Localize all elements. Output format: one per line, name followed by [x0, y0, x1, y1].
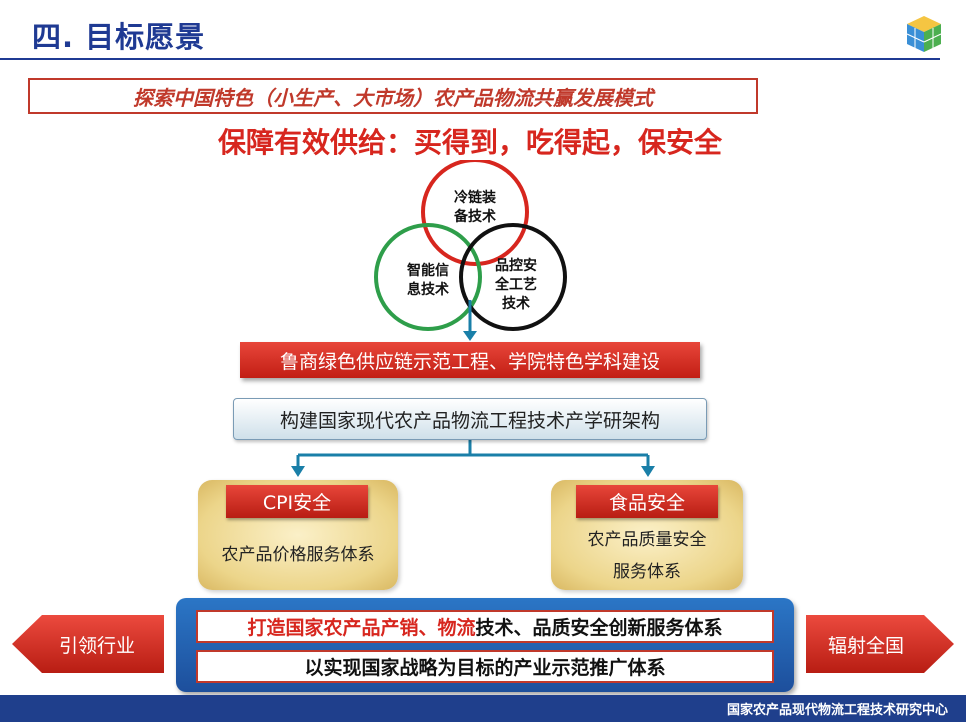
- venn-label-cold-chain-1: 冷链装: [454, 189, 497, 206]
- arrow-down-left-icon: [291, 466, 305, 477]
- cube-logo-icon: [906, 16, 942, 52]
- quality-service-text-2: 服务体系: [613, 562, 681, 582]
- footer-institution: 国家农产品现代物流工程技术研究中心: [726, 703, 948, 718]
- venn-circle-smart-info: [374, 223, 482, 331]
- arrow-down-right-icon: [641, 466, 655, 477]
- architecture-bar: 构建国家现代农产品物流工程技术产学研架构: [233, 398, 707, 440]
- venn-label-cold-chain-2: 备技术: [453, 208, 496, 225]
- promotion-system-row: 以实现国家战略为目标的产业示范推广体系: [196, 650, 774, 683]
- venn-label-quality-1: 品控安: [495, 257, 537, 274]
- title-divider: [0, 58, 940, 60]
- technology-venn-diagram: 冷链装 备技术 智能信 息技术 品控安 全工艺 技术: [374, 160, 567, 331]
- demonstration-project-bar: 鲁商绿色供应链示范工程、学院特色学科建设: [240, 342, 700, 378]
- radiate-nation-label: 辐射全国: [827, 634, 904, 657]
- venn-label-quality-2: 全工艺: [494, 276, 537, 293]
- page-title: 四. 目标愿景: [32, 20, 206, 54]
- venn-label-quality-3: 技术: [502, 295, 530, 312]
- lead-industry-label: 引领行业: [58, 634, 135, 657]
- price-service-text: 农产品价格服务体系: [221, 545, 375, 565]
- innovation-system-row: 打造国家农产品产销、物流技术、品质安全创新服务体系: [196, 610, 774, 643]
- innovation-row-black-text: 技术、品质安全创新服务体系: [475, 617, 723, 639]
- venn-circle-cold-chain: [421, 160, 529, 266]
- venn-circle-quality-safety: [459, 223, 567, 331]
- right-arrow-shape: [806, 615, 954, 673]
- left-arrow-shape: [12, 615, 164, 673]
- venn-label-smart-info-1: 智能信: [406, 262, 449, 279]
- supply-slogan: 保障有效供给：买得到，吃得起，保安全: [217, 126, 722, 159]
- quality-service-text-1: 农产品质量安全: [587, 530, 707, 550]
- footer-bar: [0, 695, 966, 722]
- venn-label-smart-info-2: 息技术: [407, 281, 449, 298]
- cpi-safety-tag: CPI安全: [226, 485, 368, 518]
- innovation-row-red-text: 打造国家农产品产销、物流: [247, 617, 476, 639]
- food-safety-tag: 食品安全: [576, 485, 718, 518]
- model-banner: 探索中国特色（小生产、大市场）农产品物流共赢发展模式: [28, 78, 758, 114]
